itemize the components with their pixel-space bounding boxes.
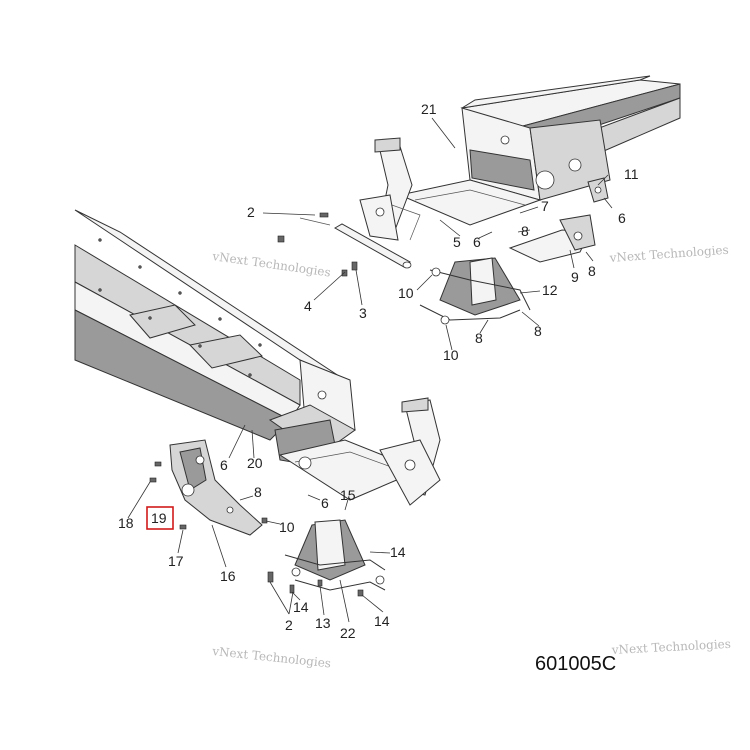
tube-part xyxy=(277,212,412,277)
leader-lines xyxy=(127,117,613,623)
callout-21: 21 xyxy=(421,101,437,117)
callout-10b: 10 xyxy=(443,347,459,363)
callout-20: 20 xyxy=(247,455,263,471)
callout-8d: 8 xyxy=(534,323,542,339)
callout-13: 13 xyxy=(315,615,331,631)
callout-22: 22 xyxy=(340,625,356,641)
watermark-3: vNext Technologies xyxy=(211,644,332,670)
left-bracket xyxy=(149,439,268,536)
callout-4: 4 xyxy=(304,298,312,314)
callout-6c: 6 xyxy=(220,457,228,473)
callout-8: 8 xyxy=(521,223,529,239)
callout-12: 12 xyxy=(542,282,558,298)
diagram-code: 601005C xyxy=(535,653,616,675)
main-tunnel xyxy=(74,209,441,506)
upper-frame-assembly xyxy=(359,75,681,325)
callout-19: 19 xyxy=(151,510,167,526)
callout-14b: 14 xyxy=(293,599,309,615)
callout-10c: 10 xyxy=(279,519,295,535)
callout-5: 5 xyxy=(453,234,461,250)
callout-14: 14 xyxy=(390,544,406,560)
callout-9: 9 xyxy=(571,269,579,285)
rail-rivets xyxy=(98,238,262,377)
callout-2: 2 xyxy=(247,204,255,220)
lower-bracket xyxy=(267,519,386,597)
watermark-4: vNext Technologies xyxy=(610,637,731,657)
callout-17: 17 xyxy=(168,553,184,569)
callout-6: 6 xyxy=(618,210,626,226)
callout-10: 10 xyxy=(398,285,414,301)
callout-11: 11 xyxy=(624,166,639,182)
callout-8e: 8 xyxy=(254,484,262,500)
callout-18: 18 xyxy=(118,515,134,531)
callout-6b: 6 xyxy=(473,234,481,250)
callout-6d: 6 xyxy=(321,495,329,511)
callout-7: 7 xyxy=(541,198,549,214)
highlight-box xyxy=(146,506,174,530)
callout-labels: 21 11 7 8 6 2 5 6 9 8 10 12 4 3 10 8 8 6… xyxy=(118,101,639,641)
callout-14c: 14 xyxy=(374,613,390,629)
callout-8c: 8 xyxy=(475,330,483,346)
callout-3: 3 xyxy=(359,305,367,321)
callout-8b: 8 xyxy=(588,263,596,279)
callout-16: 16 xyxy=(220,568,236,584)
watermark-1: vNext Technologies xyxy=(211,249,332,280)
callout-2b: 2 xyxy=(285,617,293,633)
watermark-2: vNext Technologies xyxy=(608,243,729,265)
callout-15: 15 xyxy=(340,487,356,503)
